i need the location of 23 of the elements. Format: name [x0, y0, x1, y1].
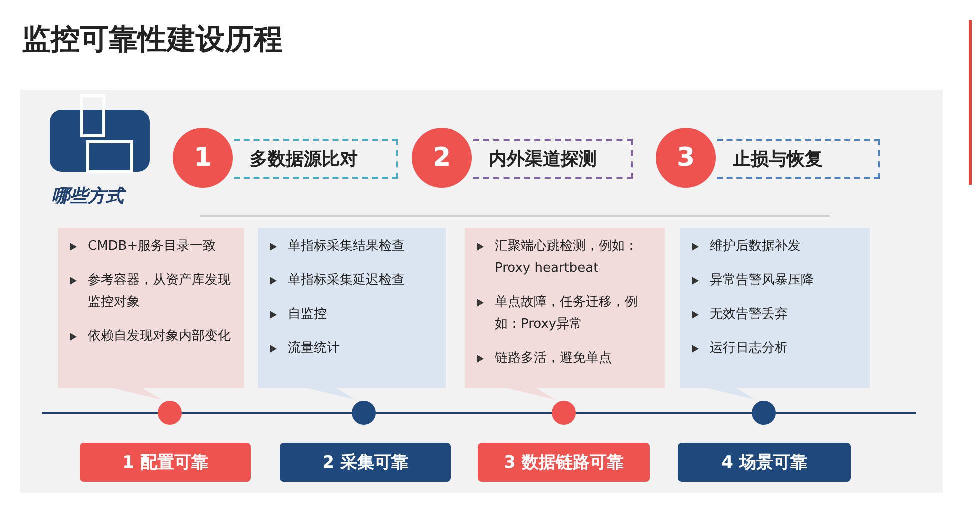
list-item: 运行日志分析: [684, 338, 862, 360]
list-item: 维护后数据补发: [684, 236, 862, 258]
dashed-box: 止损与恢复: [717, 139, 880, 179]
list-item: 自监控: [262, 304, 438, 326]
list-item: 流量统计: [262, 338, 438, 360]
stage-button: 2 采集可靠: [280, 443, 451, 482]
list-item: 异常告警风暴压降: [684, 270, 862, 292]
list-item: 参考容器，从资产库发现监控对象: [62, 270, 236, 314]
heading-text: 哪些方式: [52, 184, 124, 208]
list-item: 链路多活，避免单点: [469, 348, 657, 370]
stage-button: 3 数据链路可靠: [478, 443, 650, 482]
list-item: 无效告警丢弃: [684, 304, 862, 326]
stage-button: 1 配置可靠: [80, 443, 251, 482]
list-item: 依赖自发现对象内部变化: [62, 326, 236, 348]
dashed-box: 多数据源比对: [234, 139, 398, 179]
stage-button: 4 场景可靠: [678, 443, 851, 482]
list-item: 单点故障，任务迁移，例如：Proxy异常: [469, 292, 657, 336]
page-title: 监控可靠性建设历程: [22, 21, 283, 58]
list-item: 单指标采集延迟检查: [262, 270, 438, 292]
dashed-box: 内外渠道探测: [473, 139, 633, 179]
list-item: 汇聚端心跳检测，例如：Proxy heartbeat: [469, 236, 657, 280]
list-item: CMDB+服务目录一致: [62, 236, 236, 258]
list-item: 单指标采集结果检查: [262, 236, 438, 258]
